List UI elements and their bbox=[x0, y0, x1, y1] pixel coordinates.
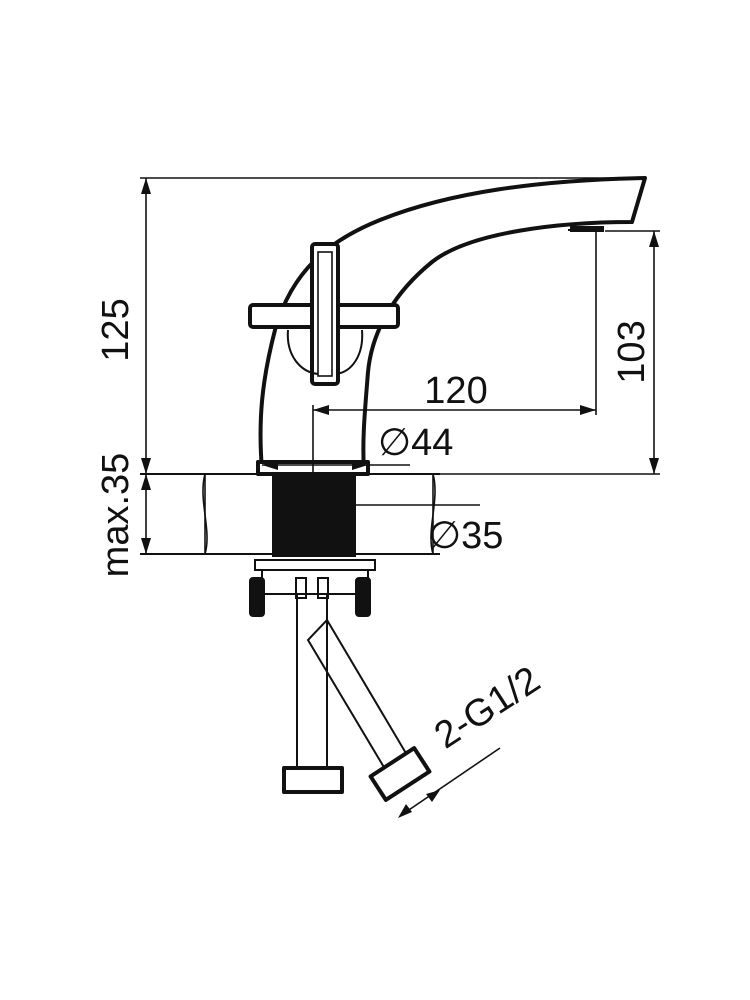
dimension-lines bbox=[140, 177, 660, 818]
hose-angled bbox=[306, 618, 412, 776]
flexible-hoses bbox=[282, 593, 432, 802]
countertop-right-hatch bbox=[354, 473, 434, 555]
dim-hole-diameter: ∅35 bbox=[428, 515, 503, 557]
threaded-shank bbox=[272, 473, 356, 557]
dim-connection: 2-G1/2 bbox=[427, 659, 547, 757]
dim-spout-reach: 120 bbox=[424, 370, 487, 412]
hose-nut-angled bbox=[368, 746, 432, 802]
countertop-left-hatch bbox=[204, 473, 274, 555]
dim-total-height: 125 bbox=[95, 298, 137, 361]
dim-spout-height: 103 bbox=[611, 320, 653, 383]
mounting-bracket bbox=[249, 559, 376, 617]
cross-handle bbox=[248, 242, 400, 386]
dim-max-thickness: max.35 bbox=[95, 453, 137, 578]
hose-straight bbox=[296, 593, 328, 771]
hose-nut-straight bbox=[282, 766, 344, 794]
handle-arm-vertical bbox=[310, 242, 340, 386]
dim-base-diameter: ∅44 bbox=[378, 422, 453, 464]
